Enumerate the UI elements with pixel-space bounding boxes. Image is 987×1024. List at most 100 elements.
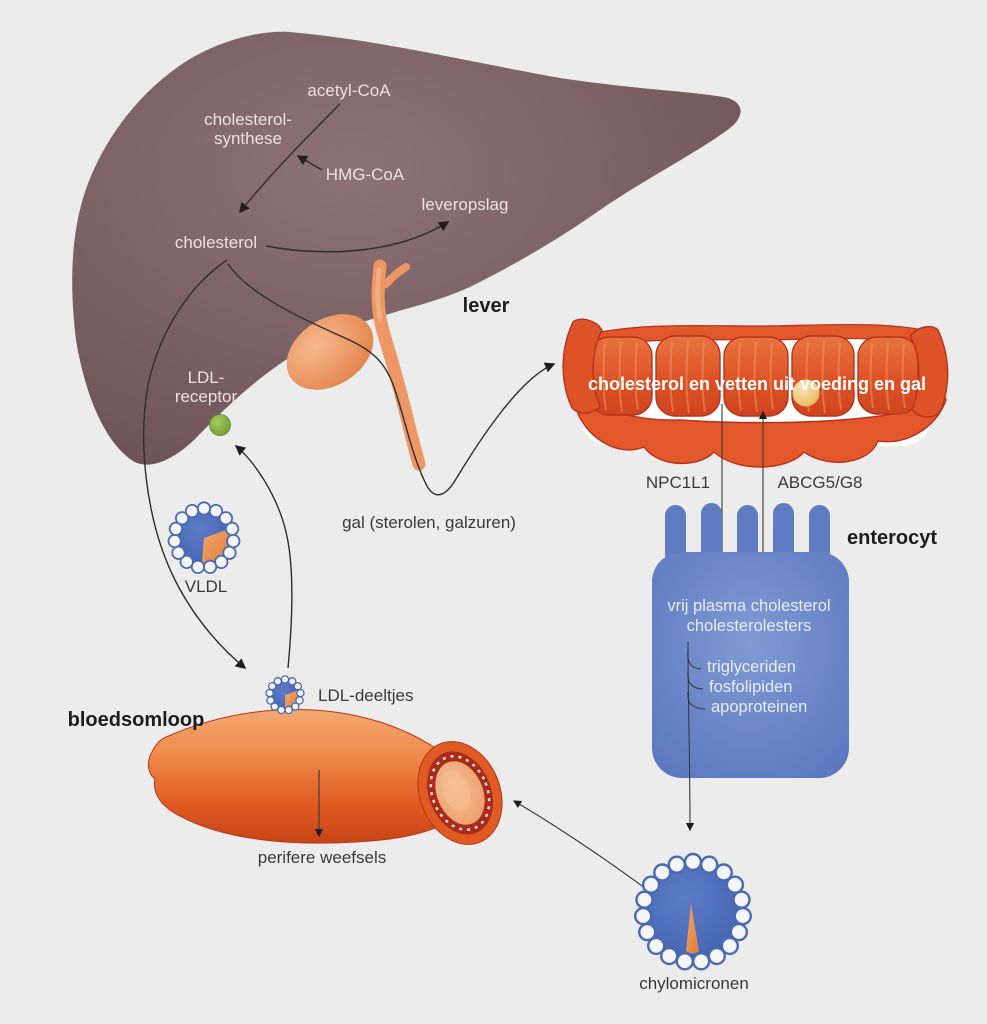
scallop-bead [167,533,182,549]
chylomicron-body [646,865,740,959]
scallop-bead [175,511,190,526]
arrow-cholesterol-to-gal-to-intestine [227,263,556,496]
component-fosfolipiden: fosfolipiden [709,678,792,696]
scallop-bead [265,688,274,698]
enterocyte-content-line1: vrij plasma cholesterol [667,597,830,615]
scallop-bead [295,696,304,705]
chylomicron-particle [634,852,752,971]
scallop-bead [714,863,733,882]
cholesterol-label: cholesterol [175,233,257,252]
scallop-bead [733,906,752,926]
scallop-bead [700,855,719,874]
scallop-bead [266,696,275,705]
arrow-cholesterol-to-leveropslag [265,221,450,253]
arrow-hmg-to-synthese [296,155,323,171]
chylomicron-wedge [686,904,699,954]
scallop-bead [218,511,233,526]
scallop-bead [277,705,286,715]
hmg-coa-label: HMG-CoA [326,165,405,184]
scallop-bead [222,545,237,560]
ldl-particle [265,675,305,715]
scallop-bead [707,946,726,966]
intestine-group: cholesterol en vetten uit voeding en gal [562,318,949,468]
chylomicron-label: chylomicronen [639,974,749,993]
intestine-left-flap [562,318,603,414]
vldl-particle [167,501,241,575]
chylomicron-scallop-ring [634,852,752,971]
liver-shape [72,31,741,465]
scallop-bead [638,922,657,942]
scallop-bead [270,702,279,711]
scallop-bead [280,675,290,684]
gal-label: gal (sterolen, galzuren) [342,513,516,532]
gallbladder-shape [286,314,374,390]
arrow-chylomicron-to-vessel [512,800,643,887]
ldl-wedge [285,690,300,710]
scallop-bead [635,890,654,909]
microvillus [665,505,686,565]
perifere-weefsels-label: perifere weefsels [258,848,387,867]
vessel-opening [417,741,503,845]
scallop-bead [293,681,303,691]
leveropslag-label: leveropslag [422,195,509,214]
scallop-bead [179,554,194,570]
enterocyte-microvilli [665,503,830,565]
scallop-bead [208,503,224,519]
microvillus [737,505,758,565]
component-triglyceriden: triglyceriden [707,658,796,676]
scallop-bead [291,702,300,711]
abcg5g8-label: ABCG5/G8 [777,473,862,492]
arrow-acetyl-to-cholesterol [239,103,341,214]
npc1l1-label: NPC1L1 [646,473,710,492]
intestine-right-flap [909,325,949,418]
scallop-bead [660,946,679,966]
microvillus [773,503,794,565]
scallop-bead [653,863,672,882]
scallop-bead [171,545,186,560]
scallop-bead [273,677,283,686]
ldl-receptor-label-line1: LDL- [188,368,225,387]
scallop-bead [267,681,277,691]
enterocyte-body [652,552,849,778]
ldl-label: LDL-deeltjes [318,686,413,705]
ldl-scallop-ring [265,675,305,715]
intestine-segments [589,335,919,417]
enterocyt-label: enterocyt [847,527,937,549]
scallop-bead [225,521,240,537]
scallop-bead [641,875,661,894]
scallop-bead [647,936,666,956]
scallop-bead [720,936,739,956]
scallop-bead [226,533,241,549]
microvillus [809,505,830,565]
food-particle-ball [792,379,820,407]
component-apoproteinen: apoproteinen [711,698,807,716]
scallop-bead [203,559,218,575]
scallop-bead [729,922,748,942]
scallop-bead [168,521,183,537]
scallop-bead [675,952,694,971]
scallop-bead [284,705,293,715]
scallop-bead [634,906,653,926]
vldl-label: VLDL [185,577,228,596]
scallop-bead [667,855,686,874]
intestine-bottom-wall [570,382,947,468]
scallop-bead [196,501,212,516]
scallop-bead [732,890,751,909]
arrow-cholesterol-to-ldl [143,259,247,669]
enterocyte-content-line2: cholesterolesters [687,617,812,635]
ldl-receptor-label-line2: receptor [175,387,238,406]
scallop-bead [184,503,200,519]
microvillus [701,503,722,565]
bloedsomloop-label: bloedsomloop [68,709,205,731]
arrow-enterocyte-to-chylomicron [685,641,695,832]
scallop-bead [725,875,745,894]
scallop-bead [287,677,297,686]
arrow-ldl-to-receptor [234,444,293,669]
scallop-bead [296,688,305,698]
blood-vessel [147,708,503,845]
acetyl-coa-label: acetyl-CoA [307,81,391,100]
scallop-bead [692,952,711,971]
cholesterol-synthese-label-line2: synthese [214,129,282,148]
